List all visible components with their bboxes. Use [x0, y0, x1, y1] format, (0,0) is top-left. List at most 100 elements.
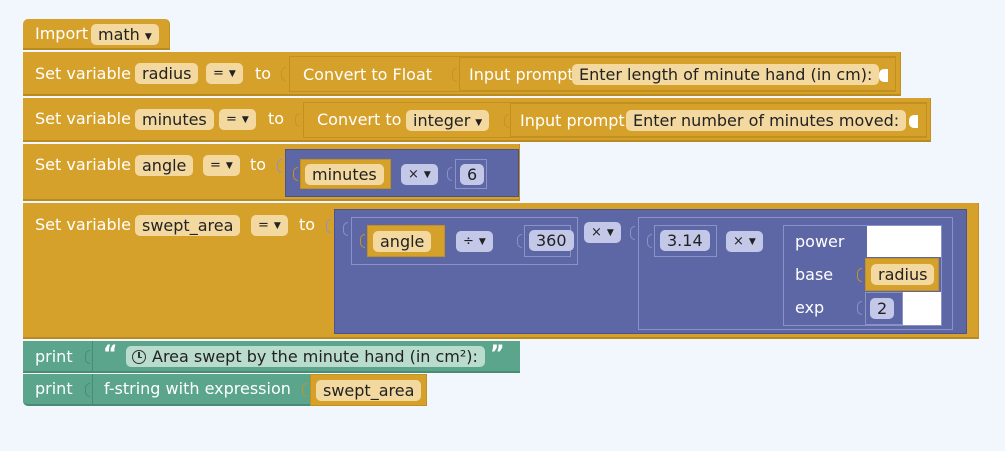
text-block-separator: [92, 341, 93, 371]
operator: ×: [591, 225, 602, 240]
input-connector: [857, 268, 862, 282]
input-connector: [630, 226, 635, 240]
to-label: to: [255, 64, 272, 83]
input-connector: [343, 222, 348, 236]
number-field[interactable]: 3.14: [660, 230, 710, 251]
chevron-down-icon: ▼: [423, 170, 431, 180]
exp-label: exp: [795, 298, 825, 317]
module-name: math: [98, 25, 140, 44]
number-block[interactable]: 3.14: [654, 225, 717, 257]
chevron-down-icon: ▼: [144, 32, 152, 42]
input-connector: [85, 383, 90, 397]
input-connector: [504, 114, 509, 128]
assign-op: =: [258, 218, 269, 233]
input-connector: [281, 67, 286, 81]
number-field[interactable]: 360: [529, 230, 574, 251]
input-connector: [302, 383, 307, 397]
number-block[interactable]: 360: [524, 225, 574, 257]
convert-type: integer: [413, 111, 471, 130]
input-connector: [293, 167, 298, 181]
variable-name-field[interactable]: angle: [373, 231, 432, 252]
exp-socket: [903, 292, 941, 325]
power-label: power: [795, 232, 845, 251]
input-prompt-block[interactable]: Input prompt Enter length of minute hand…: [459, 57, 896, 91]
input-connector: [295, 113, 300, 127]
outer-multiply-block[interactable]: angle ÷▼ 360 ×▼ 3.14 ×▼ power base radiu…: [334, 209, 967, 334]
set-minutes-block[interactable]: Set variable minutes =▼ to Convert to in…: [23, 98, 931, 142]
inner-multiply-block[interactable]: 3.14 ×▼ power base radius exp 2: [638, 217, 953, 330]
operator-dropdown[interactable]: ×▼: [584, 222, 621, 243]
operator-dropdown[interactable]: ×▼: [726, 231, 763, 252]
input-socket: [879, 69, 888, 82]
variable-name-field[interactable]: angle: [135, 155, 194, 176]
assign-op-dropdown[interactable]: =▼: [206, 63, 243, 84]
chevron-down-icon: ▼: [748, 237, 756, 247]
set-variable-label: Set variable: [35, 215, 131, 234]
minutes-variable-block[interactable]: minutes: [300, 159, 391, 189]
operator-dropdown[interactable]: ×▼: [401, 164, 438, 185]
input-prompt-block[interactable]: Input prompt Enter number of minutes mov…: [510, 103, 927, 137]
operator-dropdown[interactable]: ÷▼: [456, 231, 493, 252]
variable-name-field[interactable]: radius: [871, 264, 935, 285]
to-label: to: [250, 155, 267, 174]
input-socket: [909, 115, 918, 128]
number-field[interactable]: 6: [460, 164, 485, 185]
text-field[interactable]: Area swept by the minute hand (in cm²):: [126, 346, 485, 367]
chevron-down-icon: ▼: [475, 118, 483, 128]
convert-float-block[interactable]: Convert to Float Input prompt Enter leng…: [289, 56, 896, 92]
set-variable-label: Set variable: [35, 64, 131, 83]
exp-number-block[interactable]: 2: [865, 292, 903, 325]
power-block[interactable]: power base radius exp 2: [783, 225, 942, 326]
convert-type-dropdown[interactable]: integer ▼: [406, 110, 490, 131]
assign-op-dropdown[interactable]: =▼: [203, 155, 240, 176]
convert-integer-block[interactable]: Convert to integer ▼ Input prompt Enter n…: [303, 102, 927, 138]
print-block[interactable]: print “ Area swept by the minute hand (i…: [23, 341, 520, 373]
assign-op: =: [213, 66, 224, 81]
chevron-down-icon: ▼: [606, 228, 614, 238]
swept-area-variable-block[interactable]: swept_area: [310, 374, 427, 406]
prompt-text-field[interactable]: Enter length of minute hand (in cm):: [572, 64, 880, 85]
multiply-block[interactable]: minutes ×▼ 6: [285, 149, 519, 197]
set-swept-area-block[interactable]: Set variable swept_area =▼ to angle ÷▼ 3…: [23, 203, 979, 339]
operator: ×: [733, 234, 744, 249]
import-label: Import: [35, 24, 89, 43]
variable-name-field[interactable]: minutes: [135, 109, 214, 130]
print-fstring-block[interactable]: print f-string with expression swept_are…: [23, 374, 427, 406]
number-field[interactable]: 2: [870, 298, 895, 319]
assign-op-dropdown[interactable]: =▼: [219, 109, 256, 130]
module-dropdown[interactable]: math ▼: [91, 24, 159, 45]
base-label: base: [795, 265, 834, 284]
variable-name-field[interactable]: swept_area: [316, 380, 422, 401]
input-prompt-label: Input prompt: [469, 65, 574, 84]
assign-op: =: [226, 112, 237, 127]
input-prompt-label: Input prompt: [520, 111, 625, 130]
input-connector: [517, 234, 522, 248]
chevron-down-icon: ▼: [228, 69, 236, 79]
fstring-label: f-string with expression: [104, 379, 291, 398]
import-block[interactable]: Import math ▼: [23, 19, 170, 50]
operator: ÷: [463, 234, 474, 249]
variable-name-field[interactable]: minutes: [305, 164, 384, 185]
set-variable-label: Set variable: [35, 155, 131, 174]
input-connector: [85, 350, 90, 364]
convert-to-label: Convert to: [317, 110, 402, 129]
variable-name-field[interactable]: radius: [135, 63, 199, 84]
input-connector: [326, 219, 331, 233]
assign-op-dropdown[interactable]: =▼: [251, 215, 288, 236]
open-quote: “: [103, 342, 118, 367]
input-connector: [857, 301, 862, 315]
print-text: Area swept by the minute hand (in cm²):: [152, 347, 478, 366]
prompt-text-field[interactable]: Enter number of minutes moved:: [626, 110, 907, 131]
input-connector: [447, 167, 452, 181]
divide-block[interactable]: angle ÷▼ 360: [351, 217, 578, 265]
variable-name-field[interactable]: swept_area: [135, 215, 241, 236]
set-radius-block[interactable]: Set variable radius =▼ to Convert to Flo…: [23, 52, 901, 96]
set-angle-block[interactable]: Set variable angle =▼ to minutes ×▼ 6: [23, 144, 520, 201]
radius-variable-block[interactable]: radius: [865, 258, 939, 291]
to-label: to: [299, 215, 316, 234]
input-connector: [452, 68, 457, 82]
fstring-separator: [92, 374, 93, 404]
number-block[interactable]: 6: [455, 159, 487, 189]
print-label: print: [35, 379, 73, 398]
angle-variable-block[interactable]: angle: [367, 225, 445, 257]
